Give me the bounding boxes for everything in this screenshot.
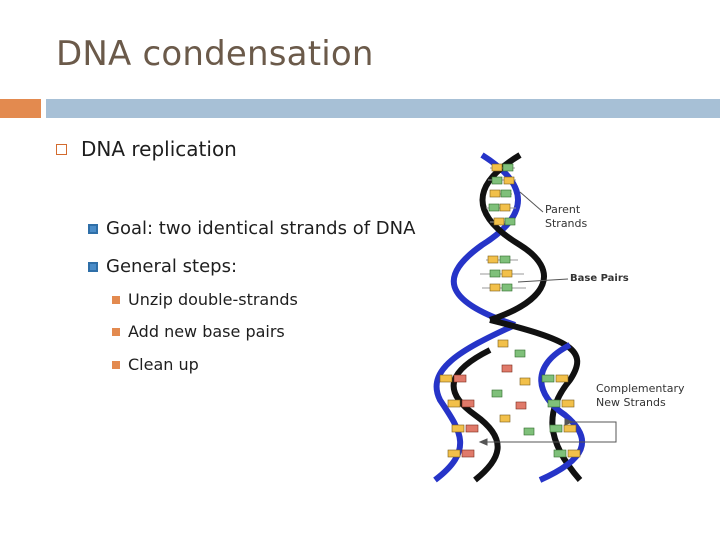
bullet-text: Goal: two identical strands of DNA: [106, 218, 416, 239]
title-accent-bar-blue: [46, 99, 720, 118]
dna-replication-diagram: Parent Strands Base Pairs Complementary …: [433, 152, 685, 483]
left-daughter-helix: [433, 322, 517, 483]
free-base-pairs: [491, 339, 535, 436]
label-parent-2: Strands: [545, 217, 588, 230]
label-complementary-2: New Strands: [596, 396, 666, 409]
bullet-text: General steps:: [106, 256, 238, 277]
blue-square-bullet-icon: [88, 223, 98, 234]
step-item: Add new base pairs: [112, 322, 285, 341]
step-item: Unzip double-strands: [112, 290, 298, 309]
hollow-square-bullet-icon: [56, 143, 67, 155]
label-parent-1: Parent: [545, 203, 581, 216]
step-text: Clean up: [128, 355, 199, 374]
step-text: Unzip double-strands: [128, 290, 298, 309]
blue-square-bullet-icon: [88, 261, 98, 272]
parent-helix: [450, 152, 547, 328]
bullet-goal: Goal: two identical strands of DNA: [88, 218, 415, 239]
orange-square-bullet-icon: [112, 295, 120, 304]
orange-square-bullet-icon: [112, 327, 120, 336]
bullet-text: DNA replication: [81, 137, 237, 161]
slide-title: DNA condensation: [56, 34, 374, 74]
label-base-pairs: Base Pairs: [570, 273, 629, 284]
orange-square-bullet-icon: [112, 360, 120, 369]
step-text: Add new base pairs: [128, 322, 285, 341]
bullet-dna-replication: DNA replication: [56, 137, 237, 161]
step-item: Clean up: [112, 355, 199, 374]
right-daughter-helix: [489, 317, 586, 483]
title-accent-bar-orange: [0, 99, 41, 118]
label-complementary-1: Complementary: [596, 382, 685, 395]
bullet-general-steps: General steps:: [88, 256, 237, 277]
